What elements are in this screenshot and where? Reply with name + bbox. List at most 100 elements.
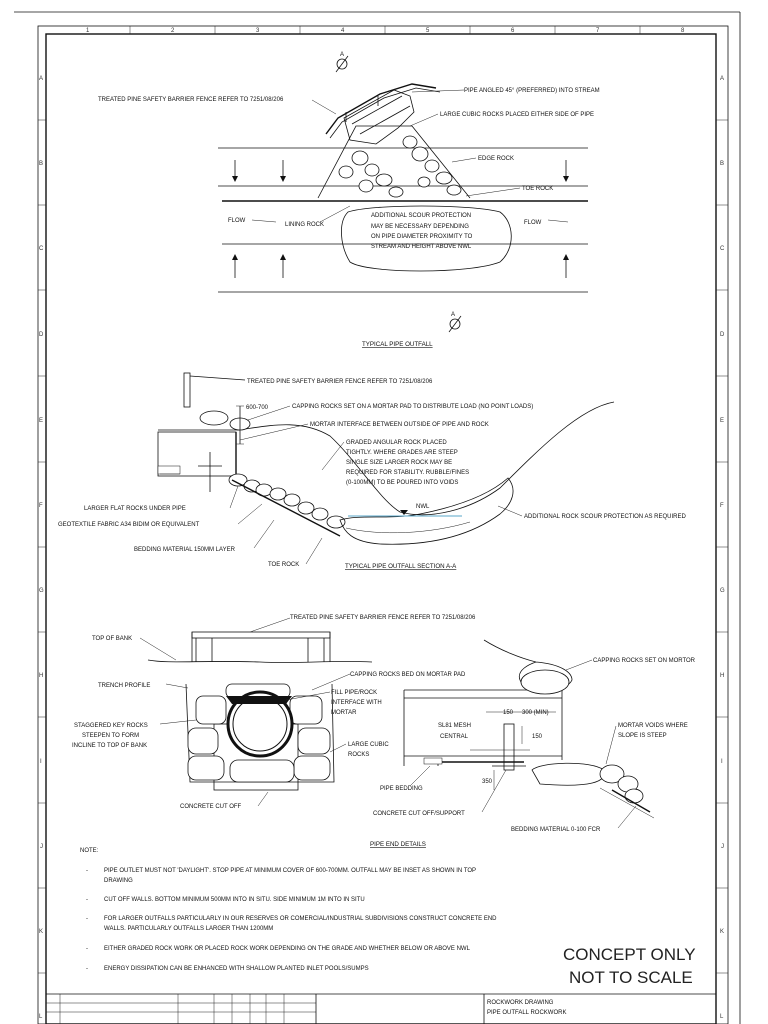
scour-protection-blob — [341, 205, 512, 272]
label-mortar-interface: MORTAR INTERFACE BETWEEN OUTSIDE OF PIPE… — [310, 422, 489, 428]
sheet-border — [14, 11, 741, 1024]
label-capping-bed: CAPPING ROCKS BED ON MORTAR PAD — [350, 672, 466, 678]
label-scour-4: STREAM AND HEIGHT ABOVE NWL — [371, 244, 472, 250]
label-graded-3: SINGLE SIZE LARGER ROCK MAY BE — [346, 460, 452, 466]
label-bedding-material: BEDDING MATERIAL 0-100 FCR — [511, 827, 601, 833]
top-of-bank-line — [147, 659, 373, 663]
label-flow-right: FLOW — [524, 220, 542, 226]
label-plan-fence: TREATED PINE SAFETY BARRIER FENCE REFER … — [98, 97, 284, 103]
svg-text:A: A — [451, 312, 455, 318]
label-cubic-2: ROCKS — [348, 752, 369, 758]
svg-text:150: 150 — [532, 734, 543, 740]
note-bullet-5: - — [86, 966, 88, 972]
svg-text:600-700: 600-700 — [246, 405, 269, 411]
flow-arrows-up — [232, 254, 569, 278]
grid-col-2: 2 — [171, 28, 175, 34]
label-nwl: NWL — [416, 504, 430, 510]
grid-rows: A B C D E F G H I J K L A B C D E F G H … — [38, 76, 728, 1020]
label-scour-3: ON PIPE DIAMETER PROXIMITY TO — [371, 234, 473, 240]
section-title: TYPICAL PIPE OUTFALL SECTION A-A — [345, 563, 457, 570]
note-bullet-1: - — [86, 868, 88, 874]
note-bullet-4: - — [86, 946, 88, 952]
title-block: ROCKWORK DRAWING PIPE OUTFALL ROCKWORK — [46, 993, 716, 1024]
note-1a: PIPE OUTLET MUST NOT 'DAYLIGHT'. STOP PI… — [104, 868, 476, 874]
svg-text:350: 350 — [482, 779, 493, 785]
nwl-marker — [400, 510, 408, 515]
section-fence — [183, 372, 246, 408]
grid-col-1: 1 — [86, 28, 90, 34]
note-4: EITHER GRADED ROCK WORK OR PLACED ROCK W… — [104, 946, 471, 952]
slope-rocks — [228, 473, 346, 529]
section-view: NWL 600-700 TREATED PINE SAFETY BARRIER … — [58, 372, 686, 570]
dimension-600-700: 600-700 — [236, 405, 269, 445]
grid-row-c-left: C — [39, 246, 44, 252]
grid-row-a-left: A — [39, 76, 43, 82]
label-mesh-1: SL81 MESH — [438, 723, 471, 729]
label-graded-2: TIGHTLY. WHERE GRADES ARE STEEP — [346, 450, 458, 456]
end-pipe — [226, 690, 294, 758]
label-capping: CAPPING ROCKS SET ON A MORTAR PAD TO DIS… — [292, 404, 533, 410]
label-larger-flat: LARGER FLAT ROCKS UNDER PIPE — [84, 506, 186, 512]
title-block-line1: ROCKWORK DRAWING — [487, 1000, 554, 1006]
outfall-pipe — [343, 89, 415, 145]
grid-row-h-right: H — [720, 673, 724, 679]
label-cubic-1: LARGE CUBIC — [348, 742, 389, 748]
outfall-rock-outline — [317, 125, 471, 199]
svg-text:150: 150 — [503, 710, 514, 716]
grid-col-8: 8 — [681, 28, 685, 34]
label-trench: TRENCH PROFILE — [98, 683, 150, 689]
grid-row-g-left: G — [39, 588, 44, 594]
section-marker-top: A — [335, 52, 349, 73]
label-plan-toe-rock: TOE ROCK — [522, 186, 553, 192]
grid-row-k-left: K — [39, 929, 43, 935]
grid-row-j-right: J — [721, 844, 724, 850]
label-cubic-rocks: LARGE CUBIC ROCKS PLACED EITHER SIDE OF … — [440, 112, 594, 118]
label-scour-2: MAY BE NECESSARY DEPENDING — [371, 224, 469, 230]
safety-barrier-fence — [325, 83, 441, 139]
title-block-line2: PIPE OUTFALL ROCKWORK — [487, 1010, 566, 1016]
pipe-end-title: PIPE END DETAILS — [370, 841, 426, 848]
scour-apron — [339, 477, 514, 545]
grid-row-f-left: F — [39, 503, 43, 509]
note-1b: DRAWING — [104, 878, 133, 884]
grid-col-4: 4 — [341, 28, 345, 34]
concept-stamp-line1: CONCEPT ONLY — [563, 945, 696, 964]
note-bullet-2: - — [86, 897, 88, 903]
label-fill-1: FILL PIPE/ROCK — [331, 690, 377, 696]
grid-row-e-left: E — [39, 418, 43, 424]
grid-row-l-right: L — [720, 1014, 724, 1020]
grid-row-d-right: D — [720, 332, 725, 338]
label-section-toe-rock: TOE ROCK — [268, 562, 299, 568]
label-voids-2: SLOPE IS STEEP — [618, 733, 667, 739]
label-graded-1: GRADED ANGULAR ROCK PLACED — [346, 440, 447, 446]
label-lining-rock: LINING ROCK — [285, 222, 324, 228]
label-staggered-1: STAGGERED KEY ROCKS — [74, 723, 148, 729]
note-2: CUT OFF WALLS. BOTTOM MINIMUM 500MM INTO… — [104, 897, 365, 903]
grid-col-5: 5 — [426, 28, 430, 34]
plan-view: A — [98, 52, 600, 348]
grid-row-l-left: L — [39, 1014, 43, 1020]
grid-row-i-right: I — [721, 759, 723, 765]
grid-row-h-left: H — [39, 673, 43, 679]
label-fill-3: MORTAR — [331, 710, 357, 716]
label-cutoff-support: CONCRETE CUT OFF/SUPPORT — [373, 811, 465, 817]
grid-row-b-left: B — [39, 161, 43, 167]
svg-text:A: A — [340, 52, 344, 58]
section-pipe — [157, 431, 237, 492]
concept-stamp-line2: NOT TO SCALE — [569, 968, 693, 987]
label-end-fence: TREATED PINE SAFETY BARRIER FENCE REFER … — [290, 615, 476, 621]
grid-row-a-right: A — [720, 76, 724, 82]
note-5: ENERGY DISSIPATION CAN BE ENHANCED WITH … — [104, 966, 369, 972]
grid-row-f-right: F — [720, 503, 724, 509]
end-leaders — [139, 617, 637, 829]
section-marker-bottom: A — [448, 312, 462, 333]
label-graded-4: REQUIRED FOR STABILITY. RUBBLE/FINES — [346, 470, 469, 476]
grid-row-e-right: E — [720, 418, 724, 424]
label-geotextile: GEOTEXTILE FABRIC A34 BIDIM OR EQUIVALEN… — [58, 522, 200, 528]
label-voids-1: MORTAR VOIDS WHERE — [618, 723, 688, 729]
label-pipe-bedding: PIPE BEDDING — [380, 786, 423, 792]
label-section-fence: TREATED PINE SAFETY BARRIER FENCE REFER … — [247, 379, 433, 385]
capping-rocks — [199, 410, 251, 431]
grid-columns: 1 2 3 4 5 6 7 8 — [86, 26, 685, 34]
